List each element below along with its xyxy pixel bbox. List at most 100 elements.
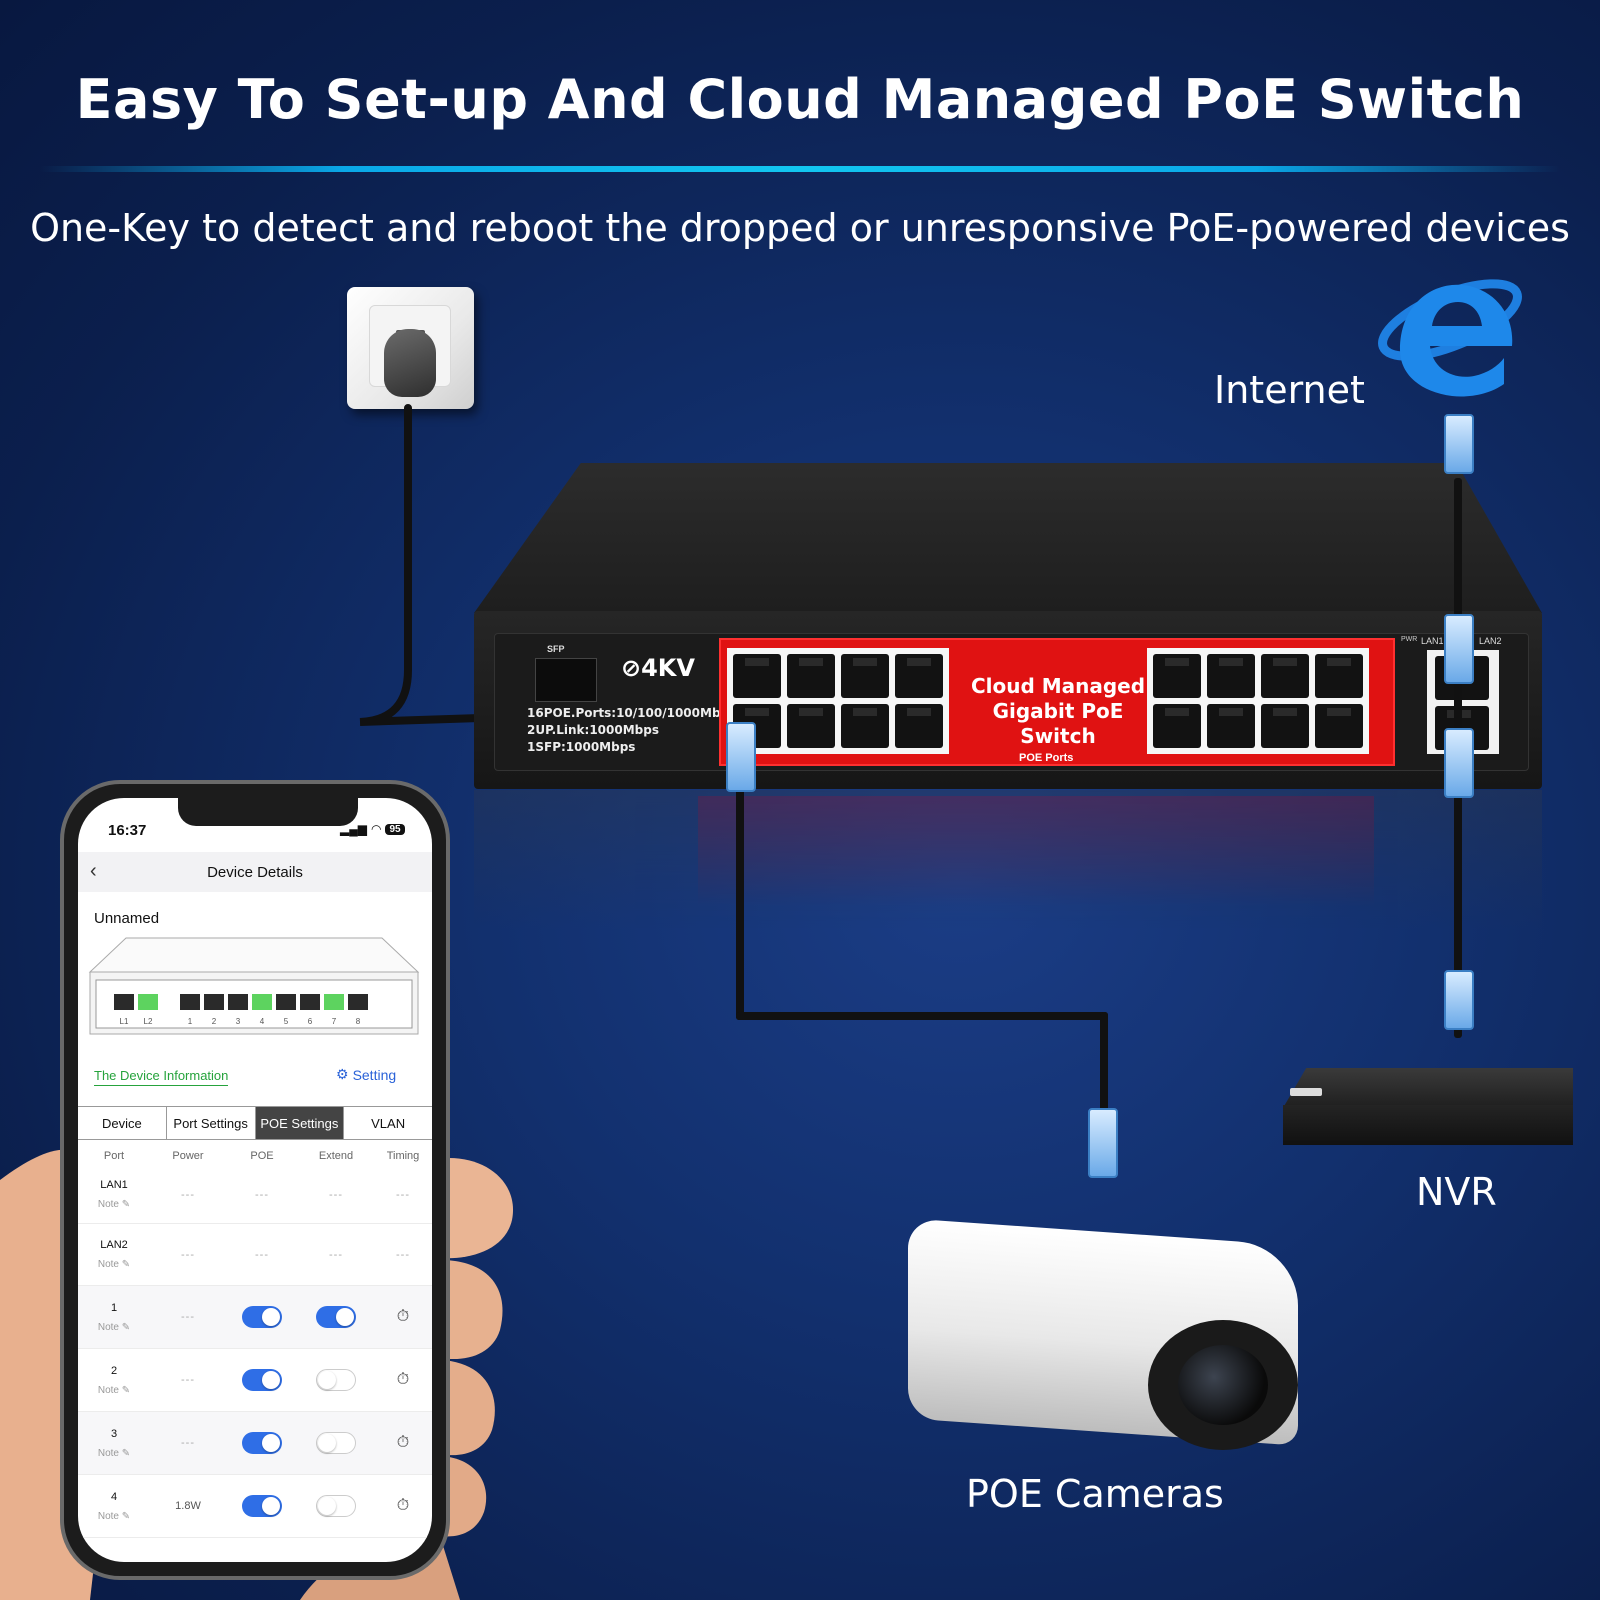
diagram-port — [138, 994, 158, 1010]
tab-vlan[interactable]: VLAN — [371, 1115, 406, 1131]
diagram-port — [276, 994, 296, 1010]
ethernet-port — [895, 704, 943, 748]
brand-name: 4KV — [641, 654, 695, 682]
timing-value: --- — [396, 1188, 410, 1201]
smartphone: 16:37 ▂▄▆ ◠ 95 ‹ Device Details Unnamed … — [60, 780, 450, 1580]
diagram-port — [300, 994, 320, 1010]
power-value: --- — [181, 1188, 195, 1201]
status-icons: ▂▄▆ ◠ 95 — [340, 822, 405, 836]
extend-toggle[interactable] — [316, 1432, 356, 1454]
port-group-1-8 — [727, 648, 949, 754]
tab-device[interactable]: Device — [78, 1107, 167, 1139]
extend-toggle[interactable] — [316, 1369, 356, 1391]
ethernet-port — [841, 704, 889, 748]
switch-top-cover — [474, 463, 1542, 613]
diagram-port-label: 7 — [332, 1017, 337, 1026]
rj45-connector — [1444, 728, 1474, 798]
poe-toggle[interactable] — [242, 1432, 282, 1454]
port-group-9-16 — [1147, 648, 1369, 754]
setting-label: Setting — [352, 1066, 397, 1083]
spec-line-3: 1SFP:1000Mbps — [527, 740, 636, 754]
extend-toggle-cell — [298, 1495, 374, 1517]
panel-title-line-1: Cloud Managed — [970, 674, 1146, 698]
poe-value: --- — [255, 1188, 269, 1201]
poe-toggle[interactable] — [242, 1495, 282, 1517]
spec-line-1: 16POE.Ports:10/100/1000Mbps — [527, 706, 737, 720]
gear-icon: ⚙ — [336, 1066, 349, 1082]
diagram-port — [348, 994, 368, 1010]
rj45-connector — [1444, 970, 1474, 1030]
rj45-connector — [1444, 614, 1474, 684]
wifi-icon: ◠ — [370, 822, 382, 836]
timer-icon[interactable]: ⏱ — [396, 1434, 410, 1451]
port-note-button[interactable]: Note ✎ — [97, 1447, 131, 1459]
header-extend: Extend — [318, 1150, 354, 1162]
port-note-button[interactable]: Note ✎ — [97, 1199, 131, 1210]
lan1-label: LAN1 — [1421, 636, 1444, 646]
camera-cable — [736, 780, 744, 1020]
timer-icon[interactable]: ⏱ — [396, 1497, 410, 1514]
poe-value: --- — [255, 1248, 269, 1261]
battery-icon: 95 — [385, 823, 405, 835]
lan2-label: LAN2 — [1479, 636, 1502, 646]
header-port: Port — [103, 1150, 125, 1162]
camera-cable — [1100, 1012, 1108, 1112]
setting-link[interactable]: ⚙ Setting — [336, 1066, 396, 1083]
brand-logo: ⊘4KV — [621, 654, 695, 682]
phone-notch — [178, 798, 358, 826]
power-value: --- — [181, 1374, 195, 1386]
camera-cable — [736, 1012, 1108, 1020]
pwr-label: PWR — [1401, 636, 1418, 643]
timer-icon[interactable]: ⏱ — [396, 1308, 410, 1325]
port-name: LAN2 — [100, 1239, 128, 1251]
extend-toggle-cell — [298, 1369, 374, 1391]
extend-toggle-cell — [298, 1306, 374, 1328]
poe-toggle[interactable] — [242, 1306, 282, 1328]
diagram-port — [204, 994, 224, 1010]
sfp-port — [535, 658, 597, 702]
diagram-port-label: L2 — [144, 1017, 153, 1026]
tab-bar: Device Port Settings POE Settings VLAN — [78, 1106, 432, 1140]
port-note-button[interactable]: Note ✎ — [97, 1510, 131, 1522]
port-note-button[interactable]: Note ✎ — [97, 1259, 131, 1270]
diagram-port-label: 4 — [260, 1017, 265, 1026]
headline-divider — [40, 166, 1560, 172]
port-note-button[interactable]: Note ✎ — [97, 1321, 131, 1333]
tab-poe-settings[interactable]: POE Settings — [255, 1107, 345, 1139]
power-value: --- — [181, 1437, 195, 1449]
timer-icon[interactable]: ⏱ — [396, 1371, 410, 1388]
poe-toggle[interactable] — [242, 1369, 282, 1391]
tab-port-settings[interactable]: Port Settings — [167, 1107, 256, 1139]
power-cord — [359, 404, 480, 726]
ethernet-port — [841, 654, 889, 698]
extend-value: --- — [329, 1248, 343, 1261]
nvr-logo — [1290, 1088, 1322, 1096]
device-information-link[interactable]: The Device Information — [94, 1068, 229, 1086]
nvr-label: NVR — [1416, 1170, 1497, 1214]
header-power: Power — [172, 1150, 204, 1162]
header-poe: POE — [250, 1150, 274, 1162]
headline: Easy To Set-up And Cloud Managed PoE Swi… — [75, 68, 1525, 131]
ethernet-port — [895, 654, 943, 698]
extend-toggle[interactable] — [316, 1495, 356, 1517]
extend-toggle[interactable] — [316, 1306, 356, 1328]
internet-explorer-icon — [1378, 279, 1522, 397]
diagram-port — [114, 994, 134, 1010]
spec-line-2: 2UP.Link:1000Mbps — [527, 723, 659, 737]
ethernet-port — [1315, 654, 1363, 698]
port-name: 3 — [110, 1427, 118, 1440]
back-button[interactable]: ‹ — [90, 860, 97, 882]
page-title: Device Details — [207, 864, 303, 881]
port-note-button[interactable]: Note ✎ — [97, 1384, 131, 1396]
poe-ports-label: POE Ports — [1019, 752, 1074, 764]
